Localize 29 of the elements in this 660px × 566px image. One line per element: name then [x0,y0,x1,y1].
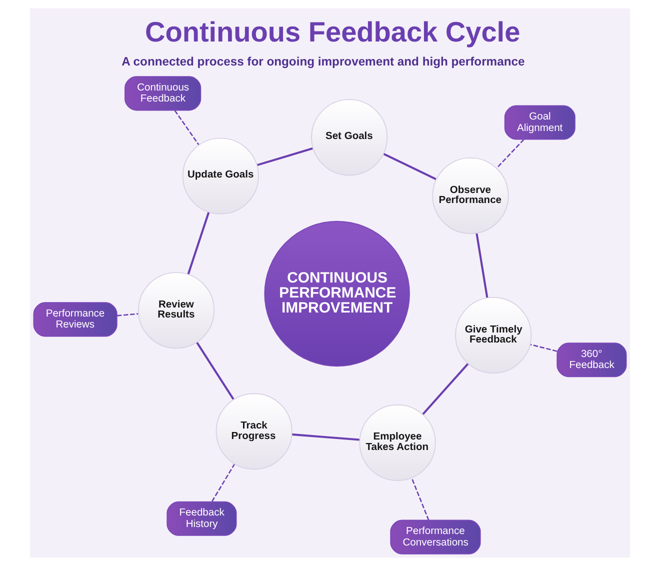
connector [174,110,200,146]
connector [476,232,488,298]
caption: A connected process for ongoing improvement and high performance [122,54,525,68]
node-circle: Observe Performance [432,157,509,234]
node-circle: Track Progress [216,393,292,470]
node-circle: Set Goals [311,99,388,176]
node-box: Feedback History [166,501,237,536]
connector [496,139,524,169]
node-box: Continuous Feedback [124,76,202,111]
connector [116,313,138,316]
connector [422,363,469,416]
node-circle: Give Timely Feedback [455,296,532,374]
connector [411,478,430,520]
diagram-title: Continuous Feedback Cycle [144,16,520,48]
connector [292,433,360,441]
node-circle: CONTINUOUS PERFORMANCE IMPROVEMENT [264,220,410,367]
node-circle: Update Goals [182,138,259,214]
node-box: Goal Alignment [504,105,576,140]
node-box: 360° Feedback [556,342,627,378]
connector [530,344,558,352]
connector [187,212,210,275]
connector [383,153,436,180]
node-box: Performance Conversations [390,520,481,554]
connector [196,342,234,400]
connector [256,147,313,166]
node-box: Performance Reviews [33,302,118,337]
node-circle: Employee Takes Action [359,404,436,482]
connector [212,464,236,502]
node-circle: Review Results [138,272,215,349]
